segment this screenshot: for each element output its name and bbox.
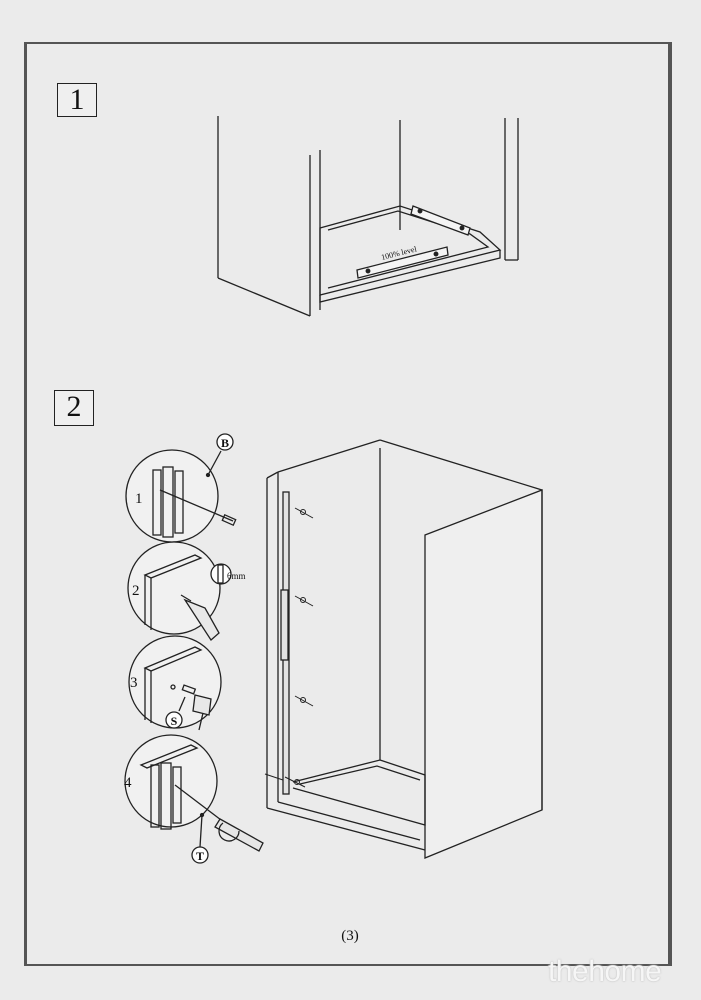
part-s-label: S xyxy=(171,714,178,728)
page-border xyxy=(24,42,672,966)
substep-3: 3 xyxy=(130,675,138,691)
substep-1: 1 xyxy=(135,491,143,507)
substep-2: 2 xyxy=(132,583,140,599)
step-2-enclosure xyxy=(264,439,543,859)
part-b-label: B xyxy=(221,436,229,450)
page-number: (3) xyxy=(341,928,359,944)
step-2-badge: 2 xyxy=(54,390,94,426)
part-t-label: T xyxy=(196,849,204,863)
substep-4: 4 xyxy=(124,775,132,791)
spirit-level-side xyxy=(410,205,471,236)
step-2-details: B 1 6mm 2 S 3 xyxy=(124,433,264,864)
detail-3: S 3 xyxy=(128,635,222,731)
step-1-badge: 1 xyxy=(57,83,97,117)
drill-size-label: 6mm xyxy=(227,571,246,581)
detail-2: 6mm 2 xyxy=(127,541,246,641)
spirit-level-front xyxy=(356,246,449,279)
detail-1: B 1 xyxy=(125,433,237,543)
watermark: thehome xyxy=(548,955,662,988)
detail-4: T 4 xyxy=(124,734,264,864)
step-1-illustration: 100% level xyxy=(217,116,519,317)
